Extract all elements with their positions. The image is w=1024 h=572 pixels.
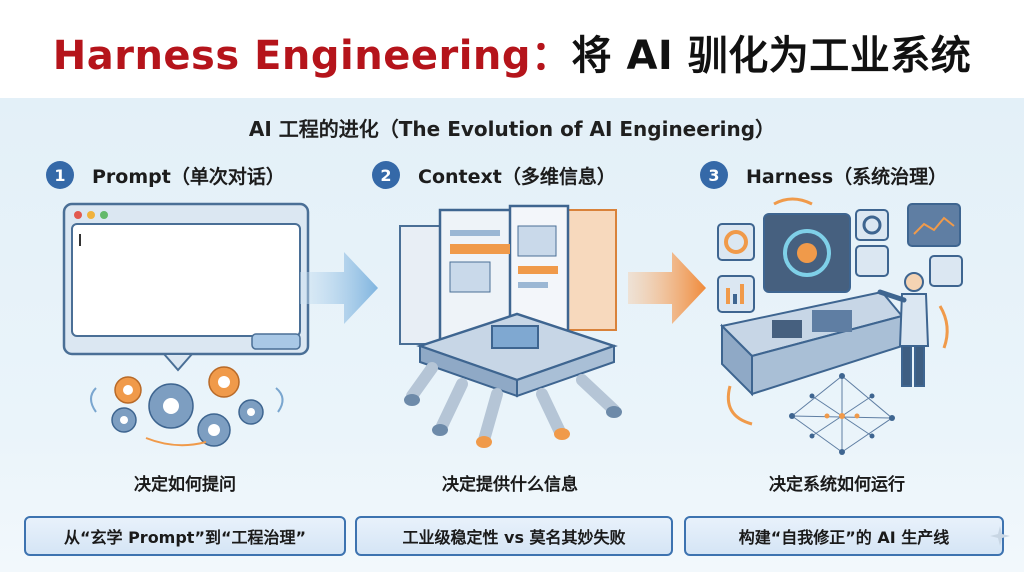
stage-1-number: 1 (46, 161, 74, 189)
sparkle-icon (990, 526, 1010, 546)
bottom-point-3: 构建“自我修正”的 AI 生产线 (684, 516, 1004, 556)
stage-2-caption: 决定提供什么信息 (442, 475, 578, 495)
stage-2-number: 2 (372, 161, 400, 189)
stage-1-caption: 决定如何提问 (134, 475, 236, 495)
context-documents-pipes-icon (399, 204, 622, 448)
stage-1-label: Prompt（单次对话） (92, 165, 285, 188)
subtitle: AI 工程的进化（The Evolution of AI Engineering… (248, 117, 776, 141)
stage-1-header: 1 Prompt（单次对话） (46, 160, 285, 190)
arrow-right-icon (300, 252, 378, 324)
chat-window-gears-icon (62, 202, 310, 447)
main-title-chinese: 将 AI 驯化为工业系统 (571, 33, 972, 79)
stage-2-label: Context（多维信息） (418, 165, 616, 188)
main-title: Harness Engineering：将 AI 驯化为工业系统 (0, 26, 1024, 86)
bottom-point-1: 从“玄学 Prompt”到“工程治理” (24, 516, 346, 556)
main-title-english: Harness Engineering： (52, 33, 572, 79)
stage-3-header: 3 Harness（系统治理） (700, 160, 947, 190)
stage-3-number: 3 (700, 161, 728, 189)
stage-3-label: Harness（系统治理） (746, 165, 948, 188)
control-console-operator-icon (717, 197, 963, 455)
arrow-right-icon (628, 252, 706, 324)
stage-3-caption: 决定系统如何运行 (769, 475, 905, 495)
stage-2-header: 2 Context（多维信息） (372, 160, 616, 190)
bottom-point-2: 工业级稳定性 vs 莫名其妙失败 (355, 516, 673, 556)
